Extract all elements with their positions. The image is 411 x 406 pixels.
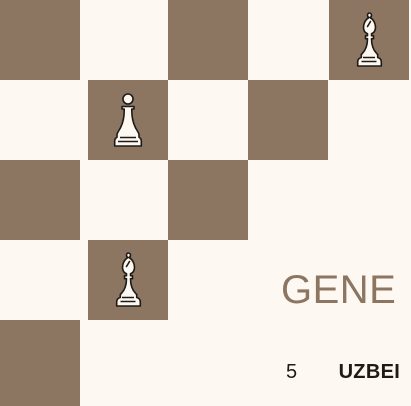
board-square bbox=[0, 0, 80, 80]
board-square bbox=[88, 160, 168, 240]
board-square bbox=[248, 0, 328, 80]
rank-number: 5 bbox=[286, 362, 333, 382]
board-square bbox=[0, 80, 80, 160]
board-square bbox=[88, 80, 168, 160]
board-square bbox=[329, 0, 409, 80]
board-square bbox=[168, 80, 248, 160]
board-square bbox=[0, 240, 80, 320]
bishop-icon bbox=[113, 251, 143, 309]
country-name: UZBEI bbox=[339, 361, 401, 383]
board-square bbox=[0, 320, 80, 406]
pawn-icon bbox=[113, 91, 143, 149]
section-headline: GENE bbox=[281, 270, 396, 310]
board-square bbox=[168, 160, 248, 240]
board-square bbox=[88, 240, 168, 320]
board-square bbox=[0, 160, 80, 240]
board-square bbox=[88, 0, 168, 80]
bishop-icon bbox=[354, 11, 384, 69]
ranking-entry[interactable]: 5 UZBEI bbox=[286, 362, 400, 382]
board-square bbox=[248, 80, 328, 160]
board-square bbox=[168, 0, 248, 80]
